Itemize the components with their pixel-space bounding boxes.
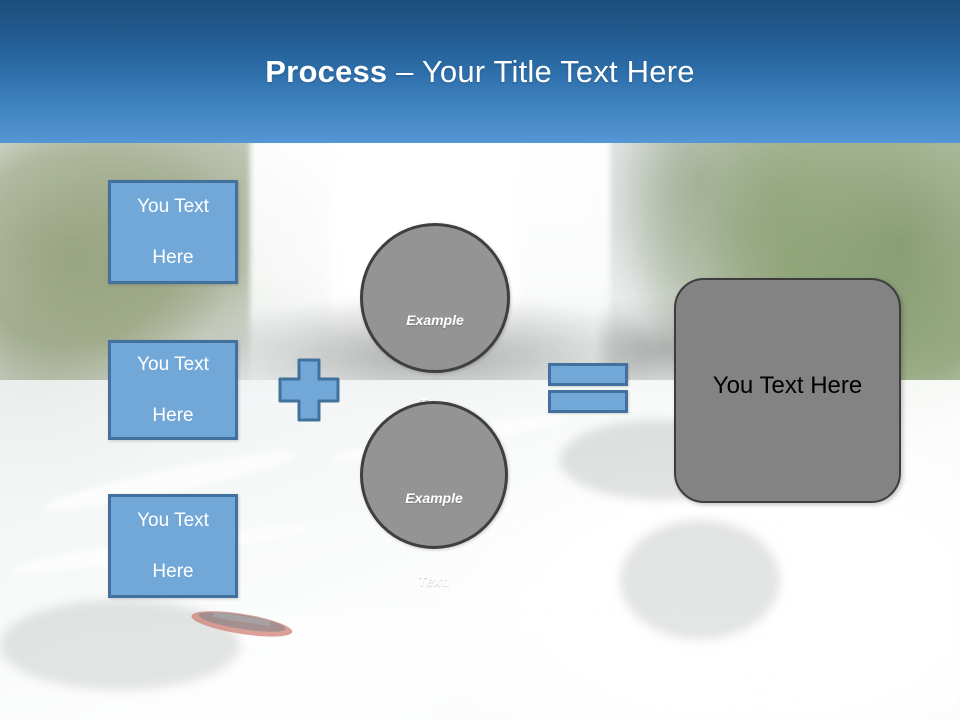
result-panel[interactable]: You Text Here xyxy=(674,278,901,503)
page-title-rest: Your Title Text Here xyxy=(421,53,695,89)
input-box-2-line2: Here xyxy=(152,404,194,426)
background-boat xyxy=(189,602,297,644)
result-panel-label: You Text Here xyxy=(712,371,863,399)
equals-icon-bar-bottom xyxy=(548,390,628,413)
example-circle-2-line2: Text. xyxy=(417,572,451,589)
input-box-1-line1: You Text xyxy=(137,196,209,218)
input-box-3-line1: You Text xyxy=(137,510,209,532)
input-box-1-line2: Here xyxy=(152,246,194,268)
equals-icon-bar-top xyxy=(548,363,628,386)
input-box-2-line1: You Text xyxy=(137,354,209,376)
input-box-3-line2: Here xyxy=(152,560,194,582)
page-title-separator: – xyxy=(387,53,422,89)
background-water-shadow xyxy=(620,520,780,640)
slide-header: Process – Your Title Text Here xyxy=(0,0,960,143)
example-circle-2-line1: Example xyxy=(405,490,463,506)
plus-icon xyxy=(276,358,342,422)
page-title-emphasis: Process xyxy=(265,53,388,89)
page-title: Process – Your Title Text Here xyxy=(265,54,694,90)
example-circle-1-line1: Example xyxy=(406,312,464,328)
